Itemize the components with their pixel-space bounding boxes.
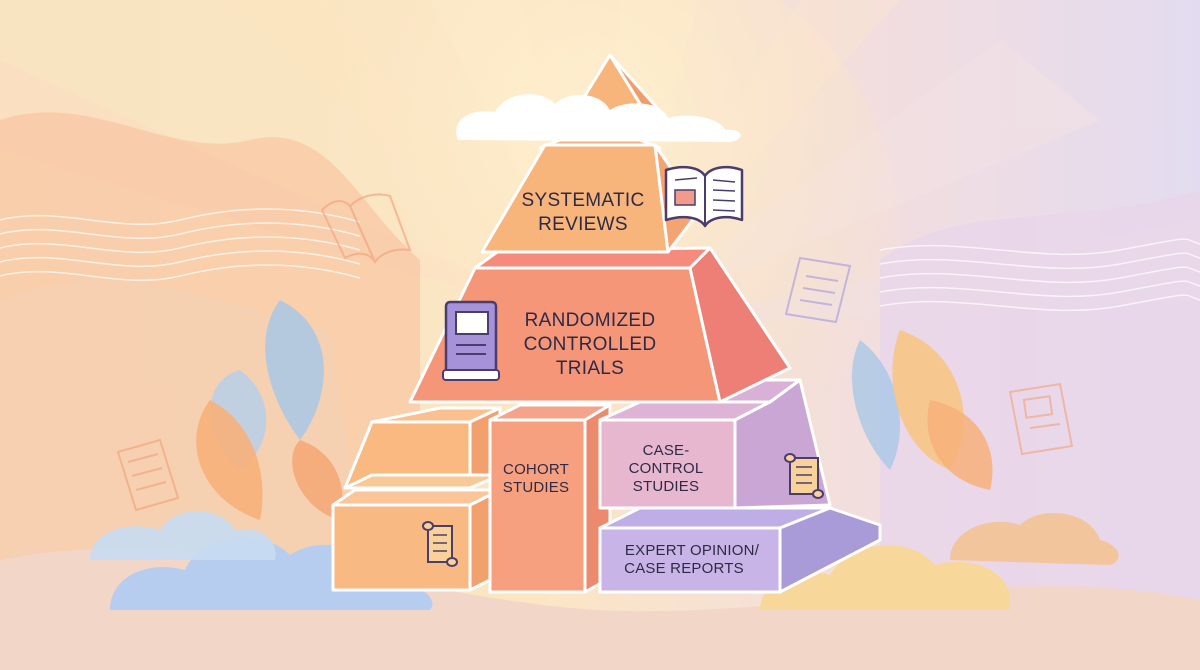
foliage-right [851,330,993,490]
label-systematic-reviews-line-2: REVIEWS [538,214,628,235]
label-expert-opinion-line-2: CASE REPORTS [624,560,744,577]
label-rct-line-1: RANDOMIZED [525,310,656,331]
cloud-bottom-right [760,545,1010,610]
cloud-left [90,511,276,560]
scroll-icon [422,521,458,567]
open-book-icon [664,165,744,228]
label-case-control-line-2: CONTROL [629,460,704,477]
label-cohort-line-2: STUDIES [503,479,569,496]
faint-scroll-icon-left [116,438,180,512]
label-expert-opinion-line-1: EXPERT OPINION/ [625,542,760,559]
wave-lines-right [879,238,1200,312]
cloud-right [950,513,1119,565]
label-cohort-line-1: COHORT [503,461,569,478]
tier-expert-opinion [598,506,882,594]
cloud-top [456,94,741,142]
label-rct-line-2: CONTROLLED [524,334,657,355]
label-rct-line-3: TRIALS [556,358,624,379]
faint-scroll-icon-right [784,256,852,324]
label-case-control-line-1: CASE- [643,442,690,459]
label-systematic-reviews-line-1: SYSTEMATIC [522,190,645,211]
document-scroll-icon [784,453,824,499]
tier-cohort-studies [488,403,612,594]
foliage-left [196,300,343,520]
label-case-control-line-3: STUDIES [633,478,699,495]
closed-book-icon [442,300,500,381]
faint-book-icon-right [1008,382,1074,456]
wave-lines-left [0,208,361,282]
faint-open-book-icon [320,193,412,265]
